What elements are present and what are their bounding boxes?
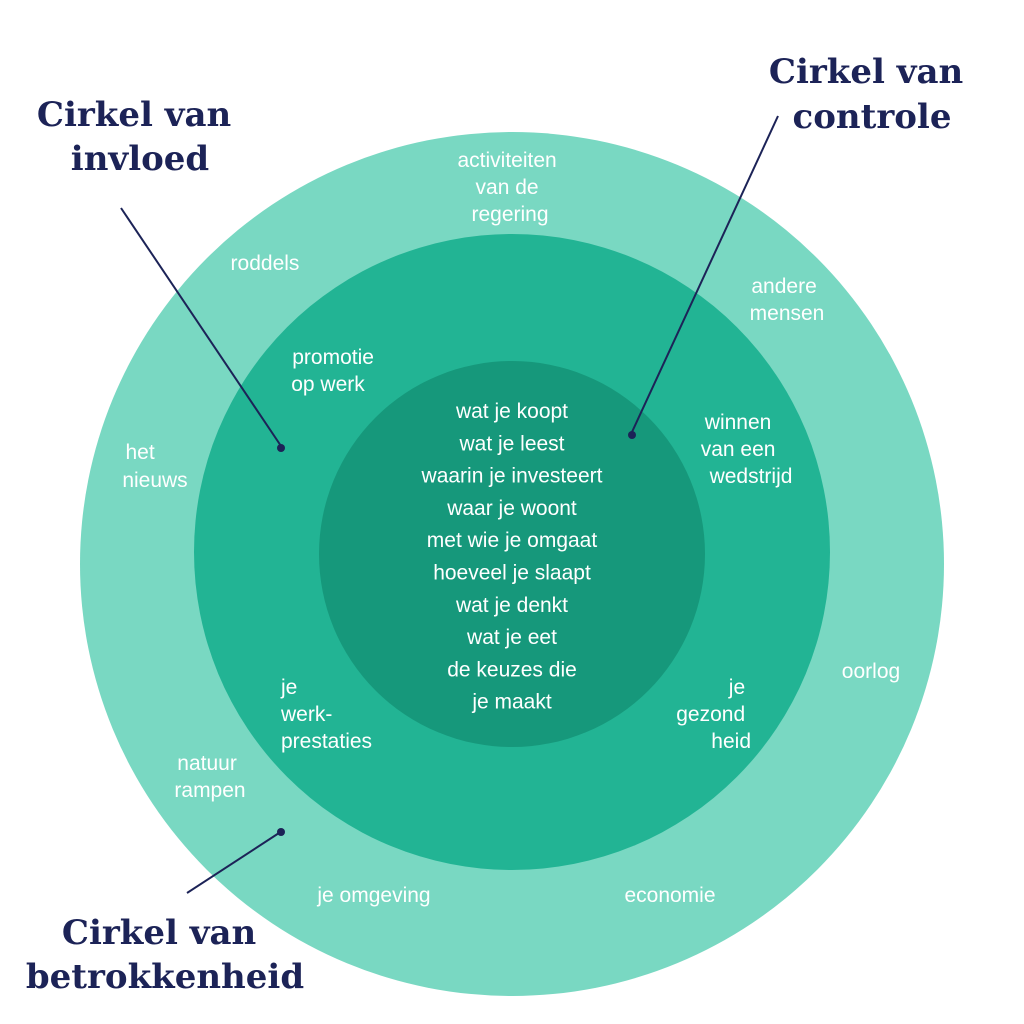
control-item: wat je eet — [466, 626, 557, 649]
item-promotie-op-werk: promotie op werk — [291, 346, 380, 396]
pointer-line-invloed — [120, 207, 282, 447]
title-cirkel-van-controle: Cirkel van controle — [769, 52, 975, 137]
pointer-dot-controle — [628, 431, 636, 439]
control-item: de keuzes die — [447, 658, 577, 681]
item-economie: economie — [624, 884, 715, 907]
control-item: hoeveel je slaapt — [433, 562, 591, 585]
control-items: wat je koopt wat je leest waarin je invest… — [421, 400, 603, 714]
control-item: wat je leest — [458, 432, 564, 455]
item-je-werkprestaties: je werk- prestaties — [280, 676, 372, 753]
pointer-line-controle — [631, 115, 779, 433]
title-cirkel-van-invloed: Cirkel van invloed — [37, 95, 243, 179]
control-item: wat je denkt — [455, 594, 568, 617]
pointer-dot-invloed — [277, 444, 285, 452]
item-je-gezondheid: je gezond heid — [676, 676, 751, 753]
item-natuur-rampen: natuur rampen — [174, 752, 245, 802]
control-item: met wie je omgaat — [427, 529, 598, 552]
item-je-omgeving: je omgeving — [316, 884, 430, 907]
item-het-nieuws: het nieuws — [122, 441, 187, 492]
control-item: waarin je investeert — [421, 465, 603, 488]
item-andere-mensen: andere mensen — [750, 275, 825, 325]
pointer-line-betrokkenheid — [186, 832, 280, 894]
control-item: wat je koopt — [455, 400, 568, 423]
item-roddels: roddels — [231, 252, 300, 275]
item-winnen-van-een-wedstrijd: winnen van een wedstrijd — [701, 411, 793, 488]
circle-of-control — [319, 361, 705, 747]
pointer-dot-betrokkenheid — [277, 828, 285, 836]
control-items-text: wat je koopt wat je leest waarin je invest… — [421, 400, 603, 714]
control-item: je maakt — [471, 691, 552, 714]
control-item: waar je woont — [446, 497, 577, 520]
item-activiteiten-van-de-regering: activiteiten van de regering — [457, 149, 562, 226]
item-oorlog: oorlog — [842, 660, 900, 683]
title-cirkel-van-betrokkenheid: Cirkel van betrokkenheid — [26, 913, 304, 997]
